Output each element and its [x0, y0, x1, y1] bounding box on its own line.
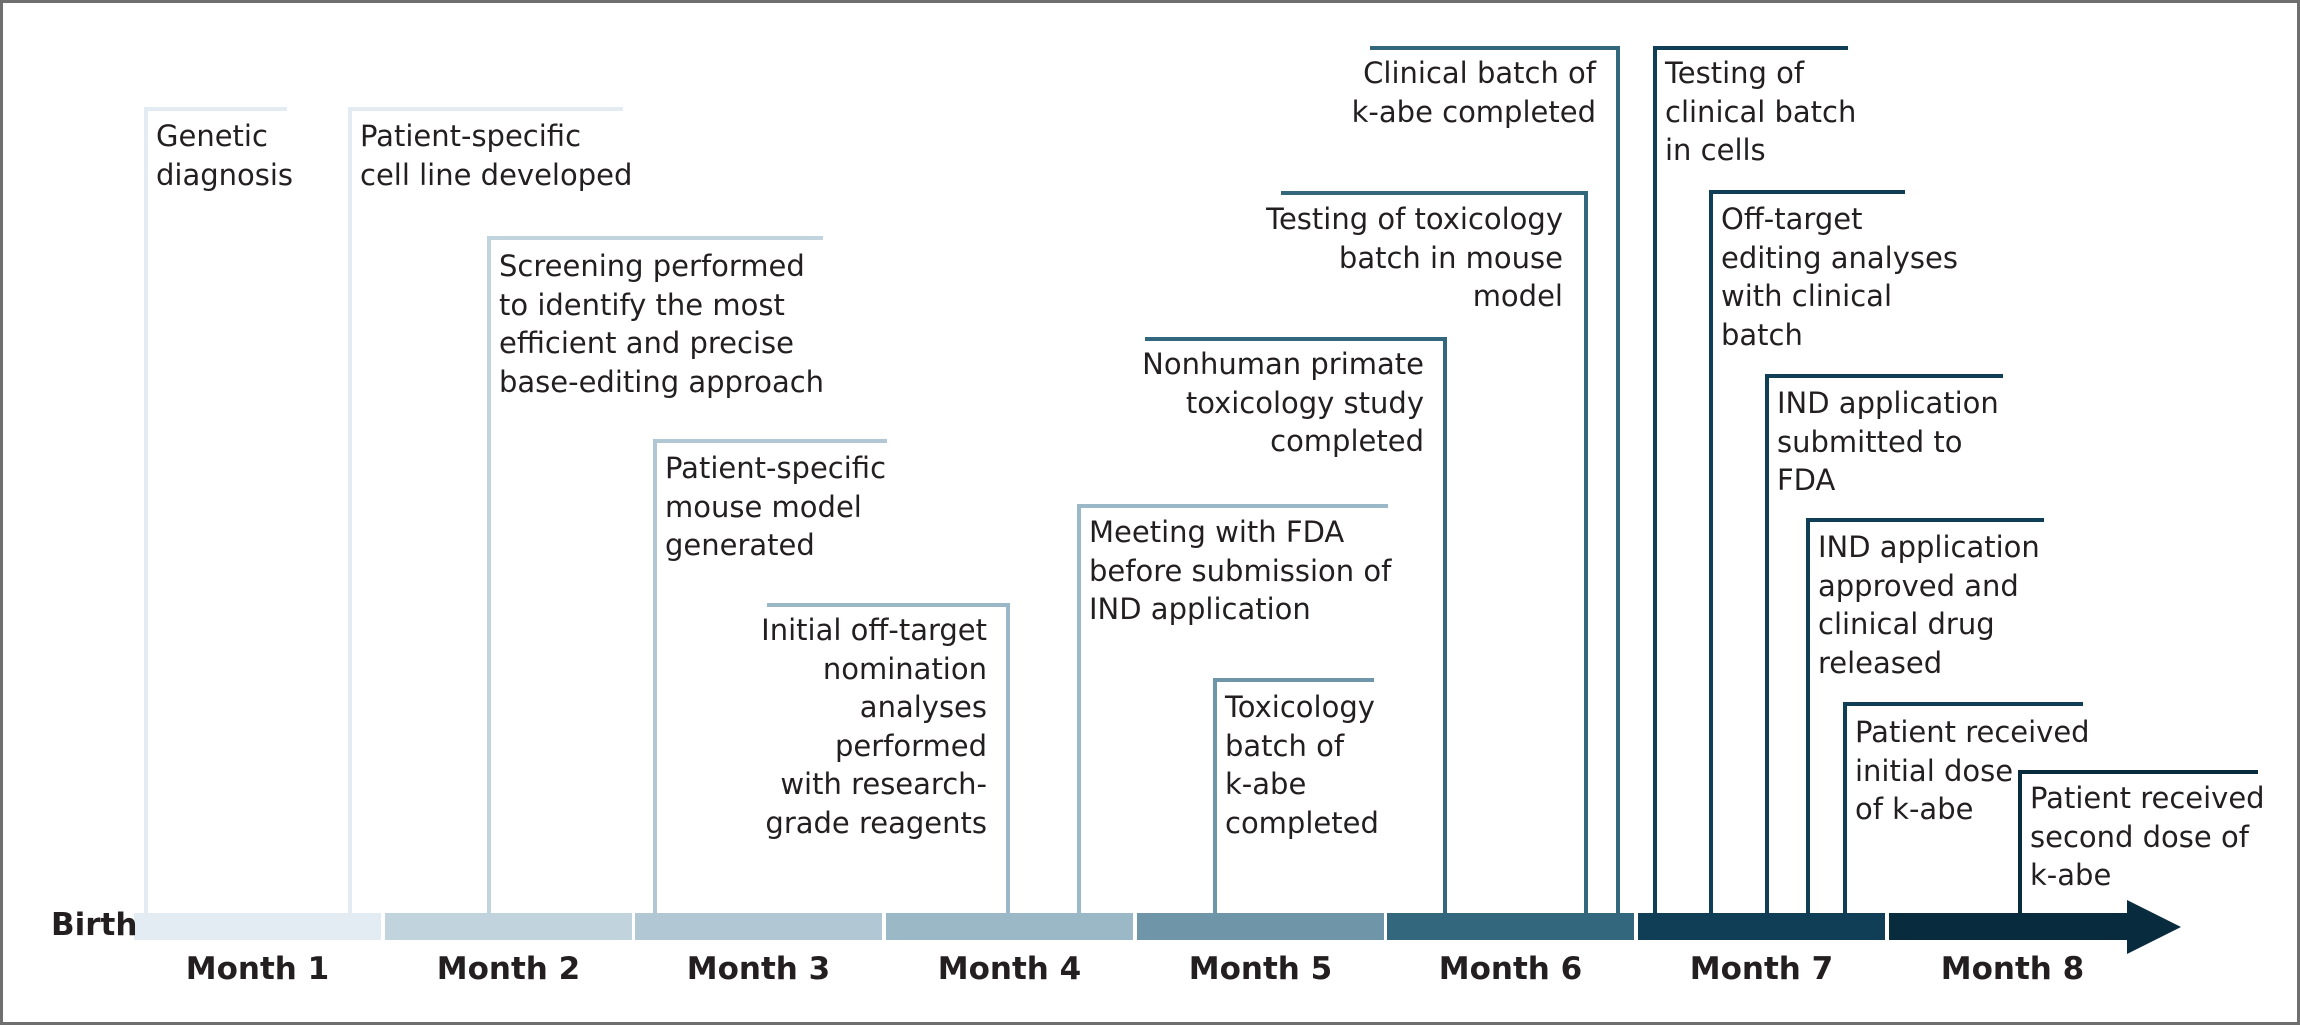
event-label-screening: Screening performed to identify the most… [499, 249, 825, 399]
event-bracket-1 [144, 107, 287, 913]
event-bracket-4 [653, 439, 887, 913]
event-label-second-dose: Patient received second dose of k-abe [2030, 781, 2265, 892]
event-label-toxicology-testing: Testing of toxicology batch in mouse mod… [1266, 202, 1563, 313]
month-5-segment [1137, 913, 1384, 940]
event-bracket-6 [1077, 504, 1388, 913]
event-bracket-14 [1806, 518, 2044, 913]
event-bracket-16 [2018, 770, 2258, 913]
month-2-label: Month 2 [436, 951, 581, 987]
event-bracket-5 [767, 603, 1010, 913]
event-bracket-12 [1709, 190, 1905, 913]
event-bracket-11 [1653, 46, 1848, 913]
month-7-segment [1638, 913, 1885, 940]
event-label-ind-submitted: IND application submitted to FDA [1777, 386, 1999, 497]
month-6-label: Month 6 [1438, 951, 1583, 987]
event-label-fda-meeting: Meeting with FDA before submission of IN… [1089, 515, 1392, 626]
month-8-segment [1889, 913, 2129, 940]
timeline-graphic [134, 46, 2258, 954]
event-label-initial-dose: Patient received initial dose of k-abe [1855, 715, 2090, 826]
event-bracket-2 [348, 107, 623, 913]
month-1-label: Month 1 [185, 951, 330, 987]
event-label-clinical-batch: Clinical batch of k-abe completed [1351, 56, 1596, 129]
event-label-offtarget-clinical: Off-target editing analyses with clinica… [1721, 202, 1958, 352]
month-2-segment [385, 913, 632, 940]
event-bracket-9 [1281, 191, 1588, 913]
month-3-label: Month 3 [686, 951, 831, 987]
month-1-segment [134, 913, 381, 940]
birth-label: Birth [51, 907, 138, 943]
event-label-toxicology-batch: Toxicology batch of k-abe completed [1225, 690, 1379, 840]
event-bracket-15 [1843, 702, 2083, 913]
event-bracket-7 [1213, 678, 1374, 913]
month-8-label: Month 8 [1940, 951, 2085, 987]
event-label-ind-approved: IND application approved and clinical dr… [1818, 530, 2040, 680]
event-label-cell-line: Patient-specific cell line developed [360, 119, 633, 192]
month-7-label: Month 7 [1689, 951, 1834, 987]
event-bracket-13 [1765, 374, 2003, 913]
event-bracket-3 [487, 236, 823, 913]
month-4-segment [886, 913, 1133, 940]
event-label-clinical-batch-testing: Testing of clinical batch in cells [1665, 56, 1857, 167]
event-label-genetic-diagnosis: Genetic diagnosis [156, 119, 294, 192]
timeline-arrow-head [2127, 900, 2181, 954]
month-4-label: Month 4 [937, 951, 1082, 987]
month-6-segment [1387, 913, 1634, 940]
event-label-nhp-study: Nonhuman primate toxicology study comple… [1142, 347, 1424, 458]
month-5-label: Month 5 [1188, 951, 1333, 987]
event-bracket-10 [1370, 46, 1620, 913]
event-label-offtarget-nomination: Initial off-target nomination analyses p… [761, 613, 987, 840]
month-3-segment [635, 913, 882, 940]
event-label-mouse-model: Patient-specific mouse model generated [665, 451, 887, 562]
event-bracket-8 [1145, 337, 1447, 913]
